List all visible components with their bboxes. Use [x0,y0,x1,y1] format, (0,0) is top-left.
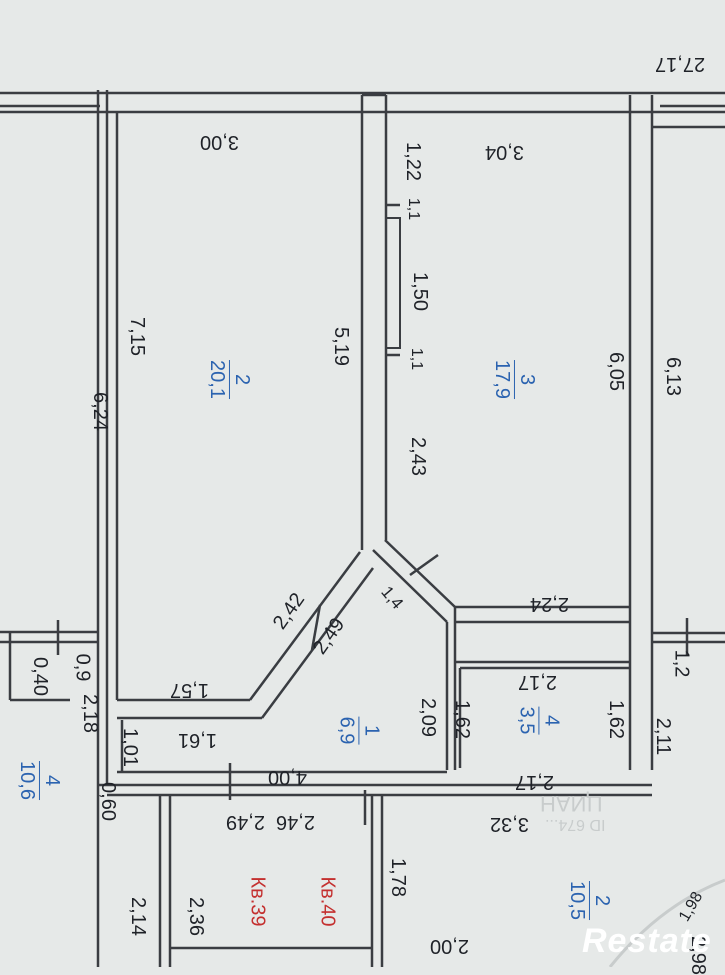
dim-1-1b: 1,1 [408,347,426,371]
dim-0-9: 0,9 [71,653,94,682]
dim-1-57: 1,57 [170,679,209,701]
dim-5-19: 5,19 [329,327,352,366]
apartment-40-label: Кв.40 [316,876,339,927]
dim-6-13: 6,13 [661,357,684,396]
dim-6-05: 6,05 [604,352,627,391]
dim-6-24: 6,24 [88,392,111,431]
dim-1-22: 1,22 [401,142,424,181]
dim-27-17: 27,17 [655,53,706,75]
dim-2-14: 2,14 [126,897,149,936]
dim-7-15: 7,15 [125,317,148,356]
dim-3-32: 3,32 [490,813,529,835]
dim-2-49b: 2,49 [226,811,265,833]
watermark-id: ID 674... [545,816,606,833]
dim-0-60: 0,60 [96,782,119,821]
dim-2-11: 2,11 [652,717,675,756]
dim-2-17a: 2,17 [518,671,557,693]
dim-1-62a: 1,62 [450,700,473,739]
dim-0-40: 0,40 [28,657,51,696]
dim-2-36: 2,36 [184,897,207,936]
dim-3-04: 3,04 [485,141,524,163]
dim-1-50: 1,50 [408,272,431,311]
dim-4-00: 4,00 [268,766,307,788]
dim-1-62b: 1,62 [604,700,627,739]
dim-2-09: 2,09 [416,698,439,737]
dim-1-01: 1,01 [118,728,141,767]
dim-2-43: 2,43 [406,437,429,476]
dim-1-61: 1,61 [178,729,217,751]
dim-2-00: 2,00 [430,935,469,957]
dim-2-24: 2,24 [530,593,569,615]
dim-1-1a: 1,1 [405,197,423,221]
apartment-39-label: Кв.39 [246,876,269,927]
restate-logo: Restate [582,922,712,960]
dim-1-78: 1,78 [386,858,409,897]
dim-2-18: 2,18 [78,694,101,733]
dim-3-00: 3,00 [200,131,239,153]
dim-1-2: 1,2 [670,649,693,678]
watermark-brand: ЦИАН [540,791,603,816]
dim-2-46: 2,46 [276,811,315,833]
